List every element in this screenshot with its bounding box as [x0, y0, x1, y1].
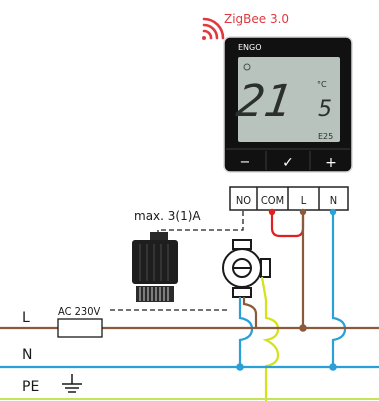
- thermostat-brand: ENGO: [238, 43, 262, 52]
- model-label: E25: [318, 132, 333, 141]
- wifi-signal-icon: [202, 17, 225, 40]
- circulation-pump: [222, 239, 271, 298]
- terminal-no: NO: [236, 194, 251, 207]
- thermoelectric-actuator: [132, 232, 178, 302]
- max-current-note: max. 3(1)A: [134, 209, 201, 223]
- terminal-block: NO COM L N: [229, 186, 349, 211]
- terminal-n: N: [330, 194, 337, 207]
- line-label-l: L: [22, 310, 30, 326]
- thermostat-screen: [238, 57, 340, 142]
- ground-icon: [62, 374, 82, 393]
- pump-live-wire: [242, 297, 258, 328]
- thermostat-device: ENGO 21 5 °C E25 − ✓ +: [223, 36, 353, 173]
- mode-icon: [243, 63, 251, 71]
- control-wiring: [110, 211, 244, 311]
- thermostat-neutral-wire: [331, 210, 347, 367]
- mains-lines: [0, 326, 379, 400]
- terminal-com: COM: [261, 194, 284, 207]
- pump-neutral-wire: [238, 297, 254, 367]
- line-label-n: N: [22, 347, 32, 363]
- terminal-l: L: [301, 194, 307, 207]
- zigbee-badge: ZigBee 3.0: [202, 12, 289, 40]
- pump-earth-wire: [260, 276, 280, 401]
- zigbee-label: ZigBee 3.0: [224, 12, 289, 26]
- temperature-main: 21: [233, 76, 296, 127]
- confirm-button[interactable]: ✓: [282, 155, 294, 171]
- plus-button[interactable]: +: [325, 155, 337, 171]
- minus-button[interactable]: −: [240, 155, 251, 170]
- temperature-decimal: 5: [318, 97, 332, 122]
- supply-label: AC 230V: [58, 305, 101, 318]
- supply-fuse: [57, 318, 103, 338]
- com-l-bridge-wire: [270, 210, 305, 238]
- temperature-unit: °C: [317, 80, 327, 89]
- line-label-pe: PE: [22, 379, 39, 395]
